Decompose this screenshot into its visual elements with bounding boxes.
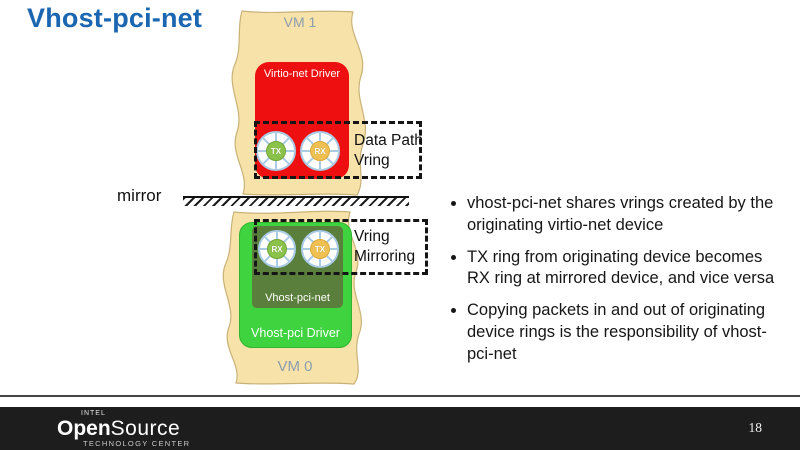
logo-technology-center-text: TECHNOLOGY CENTER xyxy=(83,439,191,448)
data-path-vring-box: Data Path Vring xyxy=(254,121,423,179)
logo-opensource-text: OpenSource xyxy=(57,417,181,440)
bullet-list: vhost-pci-net shares vrings created by t… xyxy=(447,193,781,375)
vring-mirroring-box: Vring Mirroring xyxy=(254,219,428,275)
data-path-vring-label: Data Path Vring xyxy=(354,132,423,170)
mirror-label: mirror xyxy=(117,186,162,205)
footer-divider xyxy=(0,395,800,397)
rx-ring-label: RX xyxy=(310,141,330,161)
vhost-pci-net-label: Vhost-pci-net xyxy=(265,292,330,304)
rx-mirror-ring-icon: RX xyxy=(258,230,296,268)
mirror-hatch-line xyxy=(183,196,409,206)
intel-opensource-logo: INTEL OpenSource TECHNOLOGY CENTER xyxy=(57,410,190,448)
page-number: 18 xyxy=(748,420,763,435)
bullet-item: vhost-pci-net shares vrings created by t… xyxy=(467,193,781,237)
bullet-item: Copying packets in and out of originatin… xyxy=(467,300,781,365)
vm1-label: VM 1 xyxy=(283,14,317,30)
rx-ring-icon: RX xyxy=(300,131,340,171)
bullet-item: TX ring from originating device becomes … xyxy=(467,247,781,291)
page-title: Vhost-pci-net xyxy=(27,3,203,33)
vm0-label: VM 0 xyxy=(277,358,313,375)
tx-ring-icon: TX xyxy=(256,131,296,171)
tx-ring-label: TX xyxy=(266,141,286,161)
tx-mirror-ring-label: TX xyxy=(310,239,330,259)
vring-mirroring-label: Vring Mirroring xyxy=(354,228,416,266)
logo-intel-text: INTEL xyxy=(81,410,106,417)
footer-bar: INTEL OpenSource TECHNOLOGY CENTER 18 xyxy=(0,407,800,450)
virtio-net-driver-label: Virtio-net Driver xyxy=(263,68,341,80)
rx-mirror-ring-label: RX xyxy=(267,239,287,259)
tx-mirror-ring-icon: TX xyxy=(301,230,339,268)
vhost-pci-driver-label: Vhost-pci Driver xyxy=(251,326,340,340)
